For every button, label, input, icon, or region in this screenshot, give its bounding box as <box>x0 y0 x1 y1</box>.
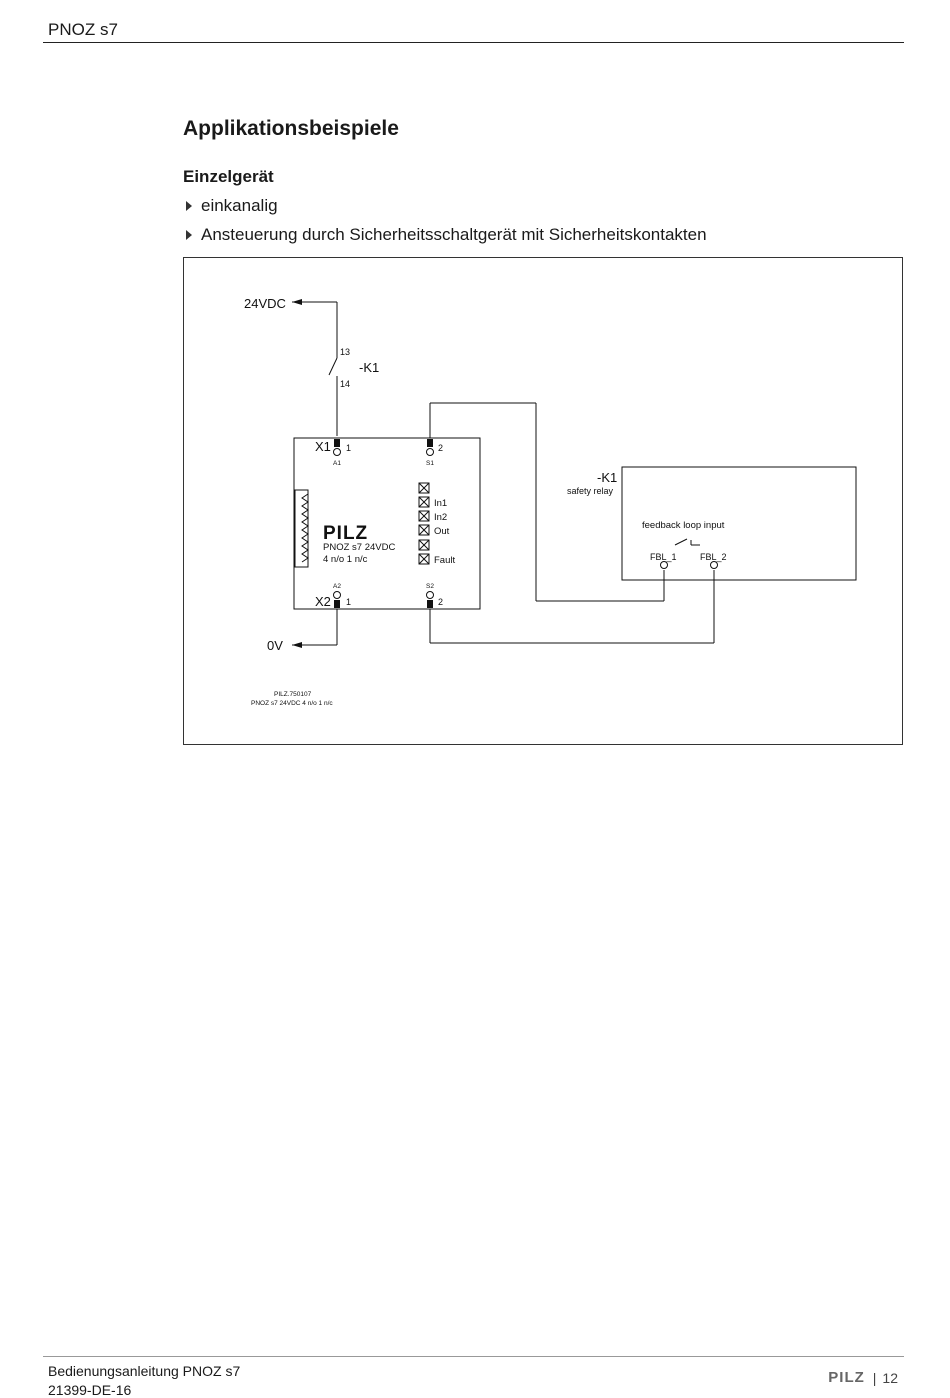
supply-arrow-icon <box>292 299 302 305</box>
led-in2-label: In2 <box>434 512 447 523</box>
bullet-text: einkanalig <box>201 196 278 215</box>
terminal-a2-label: A2 <box>333 583 341 590</box>
terminal-s2-icon <box>426 591 434 599</box>
relay-ref-label: -K1 <box>597 470 617 485</box>
wiring-diagram-svg: 24VDC 0V 13 14 -K1 X1 X2 1 2 1 2 A1 S1 A… <box>244 296 857 707</box>
connector-marker <box>427 600 433 608</box>
terminal-fbl1-icon <box>660 561 668 569</box>
footer-logo: PILZ <box>828 1369 865 1386</box>
diagram-caption-line2: PNOZ s7 24VDC 4 n/o 1 n/c <box>251 700 333 707</box>
pin-2-label: 2 <box>438 597 443 607</box>
terminal-s1-label: S1 <box>426 460 434 467</box>
contact-ref-label: -K1 <box>359 360 379 375</box>
triangle-bullet-icon <box>186 201 192 211</box>
terminal-fbl2-icon <box>710 561 718 569</box>
header-divider <box>43 42 904 43</box>
footer-branding: PILZ | 12 <box>828 1369 898 1386</box>
ground-label: 0V <box>267 638 283 653</box>
pin-2-label: 2 <box>438 443 443 453</box>
device-contacts-label: 4 n/o 1 n/c <box>323 554 368 565</box>
terminal-a2-icon <box>333 591 341 599</box>
connector-x2-label: X2 <box>315 594 331 609</box>
terminal-a1-icon <box>333 448 341 456</box>
ground-arrow-icon <box>292 642 302 648</box>
connector-marker <box>334 439 340 447</box>
section-title: Applikationsbeispiele <box>183 117 399 140</box>
fbl1-label: FBL_1 <box>650 552 677 562</box>
contact-bottom-label: 14 <box>340 379 350 389</box>
bullet-item: Ansteuerung durch Sicherheitsschaltgerät… <box>183 225 707 245</box>
wiring-diagram: 24VDC 0V 13 14 -K1 X1 X2 1 2 1 2 A1 S1 A… <box>183 257 903 745</box>
diagram-caption-line1: PILZ.750107 <box>274 691 312 698</box>
pin-1-label: 1 <box>346 443 351 453</box>
connector-x1-label: X1 <box>315 439 331 454</box>
relay-box <box>621 466 857 581</box>
feedback-label: feedback loop input <box>642 520 725 531</box>
terminal-a1-label: A1 <box>333 460 341 467</box>
bullet-text: Ansteuerung durch Sicherheitsschaltgerät… <box>201 225 707 244</box>
footer-separator: | <box>872 1369 877 1386</box>
fbl2-label: FBL_2 <box>700 552 727 562</box>
relay-name-label: safety relay <box>567 486 614 496</box>
footer-divider <box>43 1356 904 1357</box>
led-box <box>418 482 430 494</box>
connector-marker <box>427 439 433 447</box>
side-connector-teeth <box>301 493 309 563</box>
led-fault-label: Fault <box>434 555 455 566</box>
led-out-label: Out <box>434 526 450 537</box>
connector-marker <box>334 600 340 608</box>
k1-contact-blade <box>328 357 338 376</box>
subsection-title: Einzelgerät <box>183 167 274 186</box>
led-box <box>418 553 430 565</box>
feedback-contact-blade <box>674 538 688 546</box>
page-number: 12 <box>882 1369 898 1386</box>
contact-top-label: 13 <box>340 347 350 357</box>
supply-label: 24VDC <box>244 296 286 311</box>
bullet-item: einkanalig <box>183 196 278 216</box>
terminal-s1-icon <box>426 448 434 456</box>
pin-1-label: 1 <box>346 597 351 607</box>
page-header-title: PNOZ s7 <box>48 20 118 39</box>
device-box <box>293 437 481 610</box>
device-name-label: PNOZ s7 24VDC <box>323 542 395 553</box>
terminal-s2-label: S2 <box>426 583 434 590</box>
led-in1-label: In1 <box>434 498 447 509</box>
footer-doc-number: 21399-DE-16 <box>48 1382 132 1398</box>
device-logo: PILZ <box>323 523 368 544</box>
footer-doc-title: Bedienungsanleitung PNOZ s7 <box>48 1363 241 1379</box>
led-box <box>418 539 430 551</box>
side-connector <box>294 489 309 568</box>
led-box <box>418 496 430 508</box>
led-box <box>418 524 430 536</box>
triangle-bullet-icon <box>186 230 192 240</box>
led-box <box>418 510 430 522</box>
